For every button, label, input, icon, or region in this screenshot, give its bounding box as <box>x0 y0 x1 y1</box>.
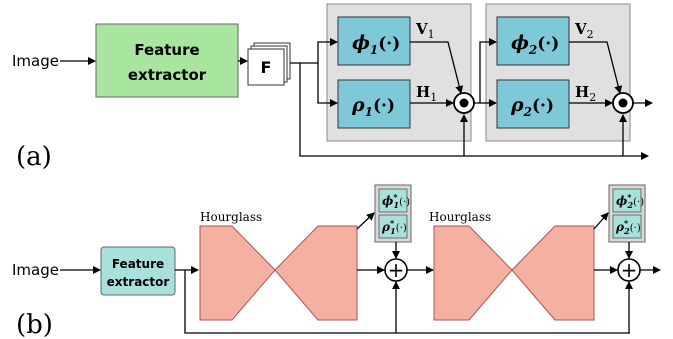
sum-node-1-plus: + <box>388 258 405 282</box>
v1-label: V1 <box>415 20 435 41</box>
rho2-block <box>496 79 570 129</box>
phi1-star-symbol: ϕ*1(·) <box>382 192 410 210</box>
dot-product-node-1 <box>453 92 475 114</box>
feature-extractor-b-line1: Feature <box>112 257 164 271</box>
f-to-rho1-arrow <box>317 63 338 107</box>
dot1-to-phi2-arrow <box>474 38 497 104</box>
feature-extractor-label-line2: extractor <box>128 66 207 84</box>
panel-a-label: (a) <box>16 142 52 172</box>
phi2-star-symbol: ϕ*2(·) <box>616 192 644 210</box>
phi1-block <box>337 16 411 66</box>
panel-a-input-label: Image <box>12 52 59 70</box>
phi1-symbol: ϕ1(·) <box>352 32 400 57</box>
phi2-block <box>496 16 570 66</box>
feature-extractor-b-line2: extractor <box>107 275 170 289</box>
hourglass2-to-head2-arrow <box>593 212 609 230</box>
dot-product-node-2 <box>612 92 634 114</box>
hourglass1-to-head1-arrow <box>356 212 375 230</box>
rho1-star-block <box>378 214 408 239</box>
v2-to-dot-arrow <box>569 41 623 94</box>
skip-line-b <box>184 270 630 334</box>
phi2-symbol: ϕ2(·) <box>511 32 559 57</box>
rho1-block <box>337 79 411 129</box>
head1-stack: ϕ*1(·) ρ*1(·) <box>374 184 412 243</box>
skip-line-a <box>299 63 649 160</box>
rho2-symbol: ρ2(·) <box>510 94 554 119</box>
panel-b-label: (b) <box>16 310 53 339</box>
hourglass2-label: Hourglass <box>429 210 491 224</box>
panel-b: (b) Image Feature extractor Hourglass ϕ*… <box>12 184 661 339</box>
h2-label: H2 <box>575 83 596 104</box>
sum-node-2: + <box>617 258 641 282</box>
feature-map-icon: F <box>247 42 291 86</box>
hourglass1-label: Hourglass <box>200 210 262 224</box>
phi1-star-block <box>378 188 408 213</box>
panel-a: (a) Image Feature extractor F ϕ1(·) ρ1(·… <box>12 3 653 172</box>
feature-extractor-box-b <box>100 246 176 296</box>
hourglass2-shape <box>433 225 595 321</box>
feature-extractor-label-line1: Feature <box>134 41 199 59</box>
v2-label: V2 <box>574 20 594 41</box>
head2-stack: ϕ*2(·) ρ*2(·) <box>608 184 646 243</box>
f-to-phi1-arrow <box>290 38 338 64</box>
rho2-star-block <box>612 214 642 239</box>
h1-label: H1 <box>416 83 437 104</box>
sum-node-2-plus: + <box>621 258 638 282</box>
feature-extractor-box-a <box>95 23 239 98</box>
hourglass1-shape <box>199 225 358 321</box>
feature-map-label: F <box>261 58 272 77</box>
rho2-star-symbol: ρ*2(·) <box>615 218 641 236</box>
sum-node-1: + <box>384 258 408 282</box>
panel-b-input-label: Image <box>12 261 59 279</box>
rho1-symbol: ρ1(·) <box>351 94 395 119</box>
phi2-star-block <box>612 188 642 213</box>
v1-to-dot-arrow <box>410 41 464 94</box>
rho1-star-symbol: ρ*1(·) <box>381 218 407 236</box>
